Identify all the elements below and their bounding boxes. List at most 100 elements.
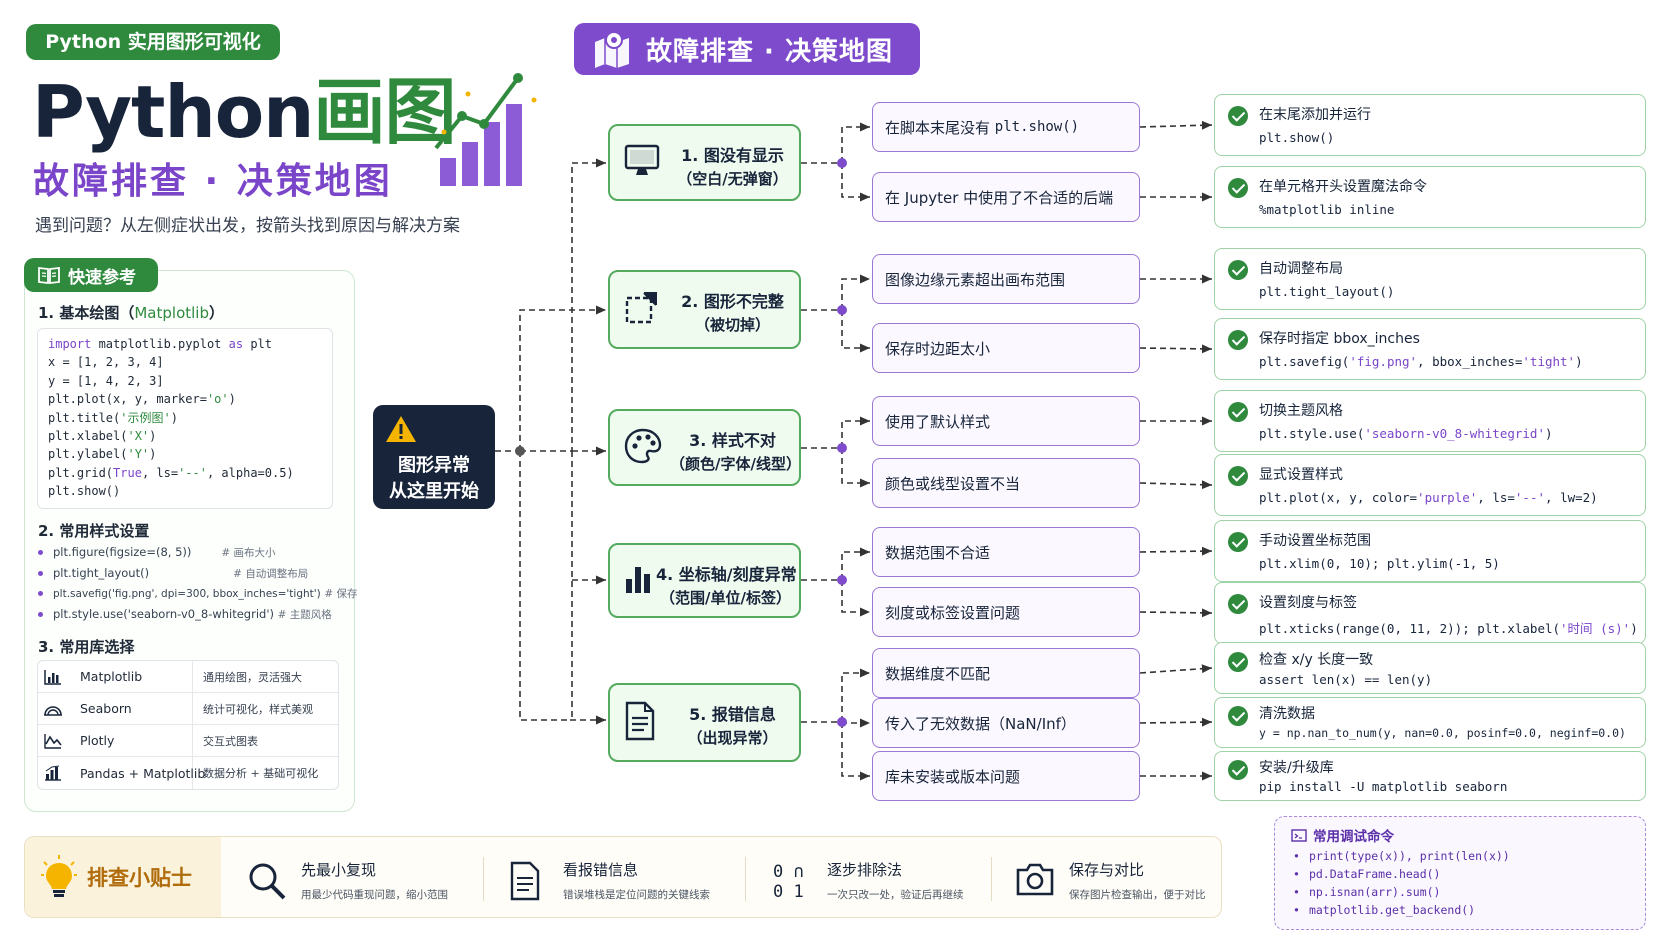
svg-text:0 1: 0 1 (773, 882, 804, 901)
cause-node[interactable]: 使用了默认样式 (872, 396, 1140, 446)
symptom-title: 3. 样式不对 (689, 431, 776, 450)
connector-line (1139, 546, 1213, 556)
symptom-node-1[interactable]: 1. 图没有显示 （空白/无弹窗） (608, 124, 801, 201)
map-title-banner: 故障排查 · 决策地图 (574, 23, 920, 75)
code-line: y = [1, 4, 2, 3] (48, 373, 164, 388)
code-string: '示例图' (120, 410, 171, 425)
style-code: plt.style.use('seaborn-v0_8-whitegrid') (53, 606, 274, 621)
connector-line (841, 722, 870, 781)
connector-line (841, 580, 870, 617)
symptom-detail: （空白/无弹窗） (677, 170, 788, 188)
solution-title: 清洗数据 (1259, 706, 1315, 722)
check-icon (1228, 260, 1248, 280)
solution-node[interactable]: 设置刻度与标签 plt.xticks(range(0, 11, 2)); plt.… (1214, 582, 1646, 644)
code-line: plt.show() (48, 484, 121, 499)
tip-title: 先最小复现 (301, 861, 377, 879)
section-basic-plot-lib: Matplotlib (134, 304, 209, 322)
code-string: 'X' (127, 429, 150, 444)
style-comment: # 主题风格 (277, 608, 332, 621)
warning-icon (386, 416, 416, 442)
cause-node[interactable]: 颜色或线型设置不当 (872, 458, 1140, 508)
list-item: matplotlib.get_backend() (1309, 901, 1510, 919)
code-keyword: as (228, 337, 244, 351)
code-string: 'o' (206, 392, 229, 407)
connector-line (841, 668, 870, 722)
connector-line (1139, 664, 1213, 674)
solution-node[interactable]: 在单元格开头设置魔法命令%matplotlib inline (1214, 166, 1646, 228)
cause-node[interactable]: 刻度或标签设置问题 (872, 587, 1140, 637)
debug-commands-header: 常用调试命令 (1291, 825, 1394, 845)
style-code: plt.tight_layout() (53, 565, 150, 580)
tip-desc: 保存图片检查输出，便于对比 (1069, 889, 1206, 901)
solution-title: 手动设置坐标范围 (1259, 533, 1371, 549)
page-subtitle: 故障排查 · 决策地图 (33, 161, 393, 202)
start-node: 图形异常 从这里开始 (373, 405, 495, 509)
cause-node[interactable]: 图像边缘元素超出画布范围 (872, 254, 1140, 304)
cause-node[interactable]: 库未安装或版本问题 (872, 751, 1140, 801)
code-line: plt.ylabel('Y') (48, 445, 322, 463)
document-icon (625, 701, 655, 740)
cause-node[interactable]: 传入了无效数据（NaN/Inf） (872, 698, 1140, 748)
list-item: print(type(x)), print(len(x)) (1309, 847, 1510, 865)
quick-reference-title: 快速参考 (68, 267, 136, 288)
library-desc: 交互式图表 (203, 734, 258, 748)
connector-line (841, 547, 870, 580)
library-name: Matplotlib (68, 661, 193, 692)
cause-node[interactable]: 在 Jupyter 中使用了不合适的后端 (872, 172, 1140, 222)
binary-icon: 0 ∩0 1 (773, 862, 804, 902)
solution-code: plt.xticks(range(0, 11, 2)); plt.xlabel(… (1259, 621, 1638, 636)
check-icon (1228, 330, 1248, 350)
symptom-detail: （颜色/字体/线型） (670, 455, 801, 473)
cause-node[interactable]: 保存时边距太小 (872, 323, 1140, 373)
section-library-choice: 3. 常用库选择 (38, 638, 135, 656)
symptom-title: 2. 图形不完整 (681, 292, 784, 311)
check-icon (1228, 106, 1248, 126)
start-line-1: 图形异常 (398, 455, 470, 476)
style-code: plt.figure(figsize=(8, 5)) (53, 545, 192, 559)
tips-header: 排查小贴士 (25, 837, 221, 917)
list-item: plt.figure(figsize=(8, 5))# 画布大小 (38, 543, 358, 564)
library-desc: 通用绘图，灵活强大 (203, 670, 302, 684)
category-badge: Python 实用图形可视化 (26, 24, 280, 60)
table-row: Plotly 交互式图表 (38, 725, 338, 757)
library-table: Matplotlib 通用绘图，灵活强大 Seaborn 统计可视化，样式美观 … (37, 660, 339, 790)
connector-line (519, 451, 570, 721)
cause-node[interactable]: 在脚本末尾没有 plt.show() (872, 102, 1140, 152)
lightbulb-icon (41, 855, 77, 897)
code-text: plt.grid( (48, 465, 114, 480)
symptom-node-3[interactable]: 3. 样式不对 （颜色/字体/线型） (608, 409, 801, 486)
code-text: plt.plot(x, y, marker= (48, 392, 207, 407)
map-pin-icon (595, 31, 629, 68)
list-item: np.isnan(arr).sum() (1309, 883, 1510, 901)
check-icon (1228, 466, 1248, 486)
cause-node[interactable]: 数据范围不合适 (872, 527, 1140, 577)
divider (745, 857, 746, 901)
growth-chart-icon (434, 73, 537, 186)
cause-node[interactable]: 数据维度不匹配 (872, 648, 1140, 698)
symptom-title: 4. 坐标轴/刻度异常 (656, 565, 797, 584)
symptom-node-5[interactable]: 5. 报错信息 （出现异常） (608, 683, 801, 762)
tips-bar: 排查小贴士 先最小复现 用最少代码重现问题，缩小范围 看报错信息 错误堆栈是定位… (24, 836, 1222, 918)
check-icon (1228, 532, 1248, 552)
code-line: plt.plot(x, y, marker='o') (48, 390, 322, 408)
symptom-node-2[interactable]: 2. 图形不完整 （被切掉） (608, 270, 801, 349)
solution-title: 设置刻度与标签 (1259, 595, 1357, 611)
code-text: ) (228, 392, 236, 407)
column-chart-icon (45, 765, 61, 781)
check-icon (1228, 178, 1248, 198)
symptom-node-4[interactable]: 4. 坐标轴/刻度异常 （范围/单位/标签） (608, 543, 801, 618)
page-description: 遇到问题？从左侧症状出发，按箭头找到原因与解决方案 (35, 216, 460, 236)
check-icon (1228, 402, 1248, 422)
code-text: matplotlib.pyplot (91, 337, 229, 351)
tip-desc: 用最少代码重现问题，缩小范围 (301, 889, 448, 901)
solution-title: 保存时指定 bbox_inches (1259, 331, 1420, 347)
